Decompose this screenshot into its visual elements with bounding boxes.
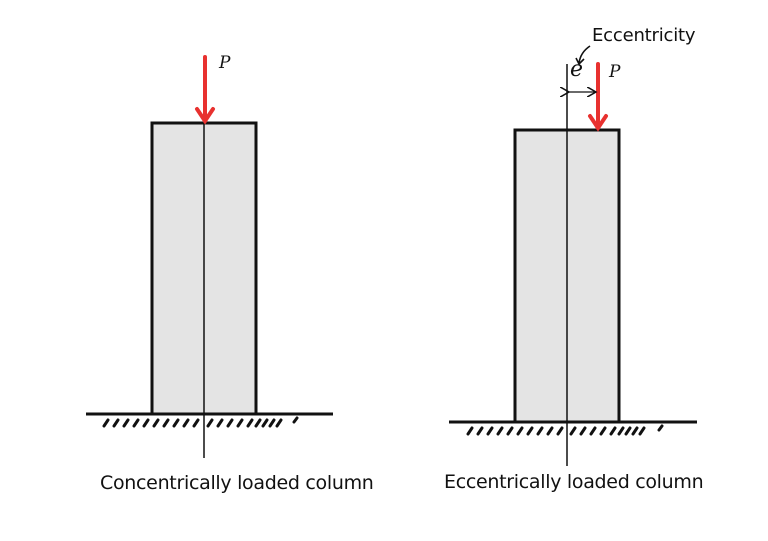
load-arrow-icon bbox=[588, 62, 608, 132]
load-label-right: P bbox=[609, 62, 621, 82]
concentric-column bbox=[86, 55, 333, 458]
caption-right: Eccentrically loaded column bbox=[444, 471, 704, 493]
eccentricity-annotation: Eccentricity bbox=[592, 25, 696, 46]
leader-arrow-icon bbox=[578, 45, 591, 64]
ground-hatch bbox=[102, 416, 299, 428]
eccentric-column bbox=[449, 45, 697, 466]
caption-left: Concentrically loaded column bbox=[100, 472, 374, 494]
load-arrow-icon bbox=[195, 55, 215, 125]
eccentricity-symbol: e bbox=[570, 57, 584, 82]
load-label-left: P bbox=[219, 53, 231, 73]
ground-hatch bbox=[466, 424, 664, 436]
